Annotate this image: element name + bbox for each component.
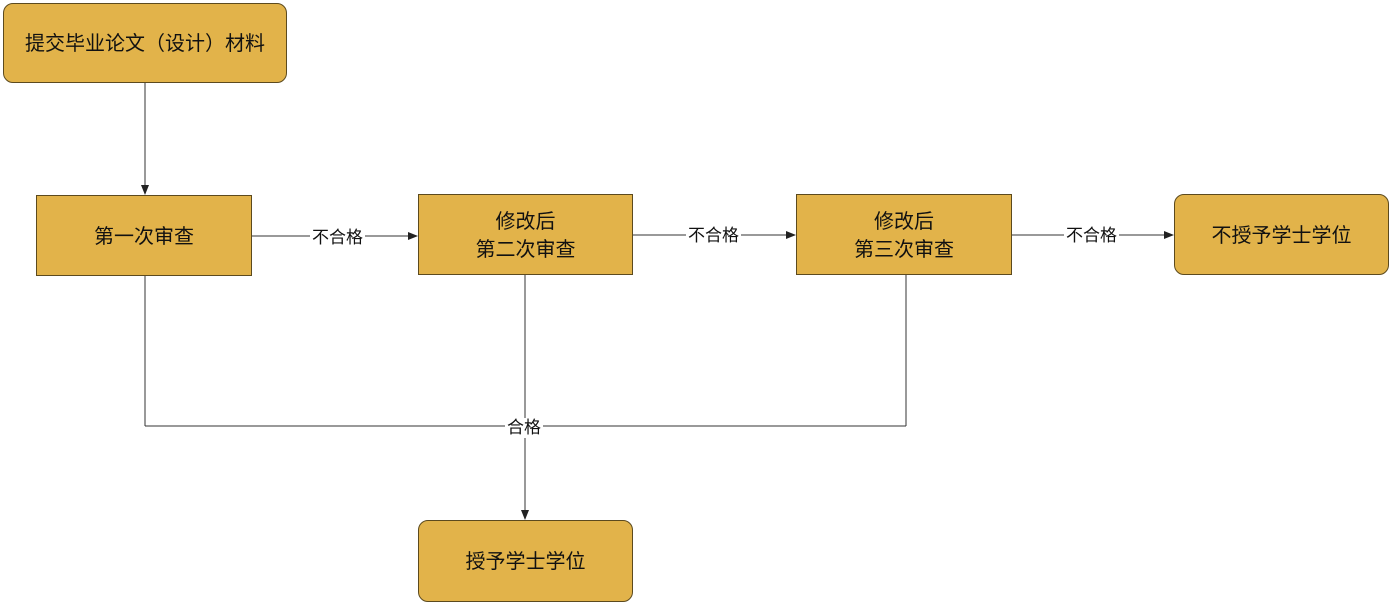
edge-label-fail-3: 不合格 [1064, 226, 1119, 246]
node-second-review-line1: 修改后 [495, 208, 556, 233]
node-deny-degree: 不授予学士学位 [1174, 194, 1389, 275]
edge-label-fail-1: 不合格 [310, 228, 365, 248]
node-third-review: 修改后 第三次审查 [796, 194, 1012, 275]
node-deny-degree-label: 不授予学士学位 [1211, 222, 1352, 247]
edge-label-pass: 合格 [505, 418, 543, 438]
node-submit-materials: 提交毕业论文（设计）材料 [3, 3, 287, 83]
node-first-review: 第一次审查 [36, 195, 252, 276]
edge-label-fail-2: 不合格 [686, 226, 741, 246]
node-third-review-line2: 第三次审查 [854, 236, 954, 261]
node-second-review: 修改后 第二次审查 [418, 194, 633, 275]
node-grant-degree-label: 授予学士学位 [465, 549, 586, 573]
node-first-review-label: 第一次审查 [94, 223, 194, 248]
node-third-review-line1: 修改后 [874, 208, 934, 233]
node-submit-materials-label: 提交毕业论文（设计）材料 [25, 31, 265, 55]
node-grant-degree: 授予学士学位 [418, 520, 633, 602]
node-second-review-line2: 第二次审查 [475, 236, 576, 261]
